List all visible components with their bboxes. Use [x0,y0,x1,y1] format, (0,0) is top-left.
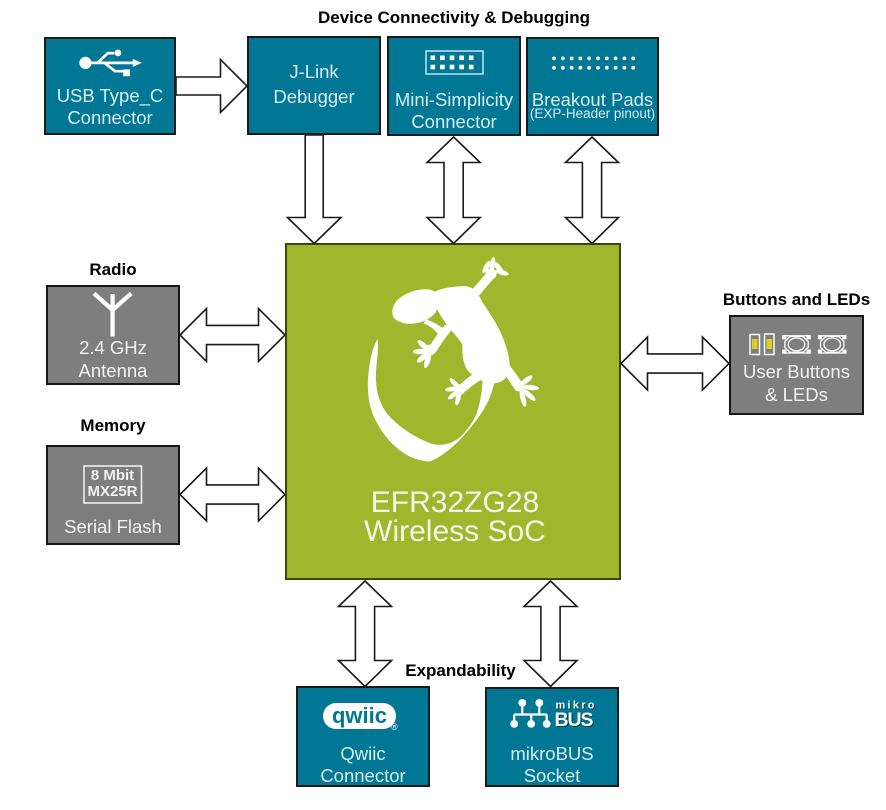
svg-text:®: ® [391,722,398,732]
svg-text:BUS: BUS [556,710,595,732]
svg-text:BUS: BUS [555,709,594,731]
svg-text:qwiic: qwiic [332,703,387,728]
